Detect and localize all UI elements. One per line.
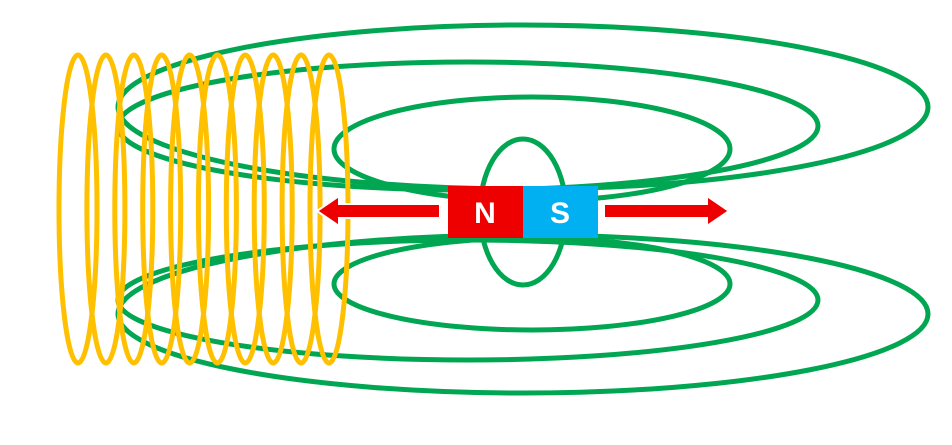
left-arrow-icon — [315, 194, 441, 228]
coil-loop — [56, 52, 100, 366]
coil-loop — [84, 52, 128, 366]
south-label: S — [550, 197, 570, 230]
coil-loop — [140, 52, 184, 366]
north-label: N — [474, 197, 496, 230]
right-arrow-icon — [603, 194, 731, 228]
coil-loop — [223, 52, 267, 366]
south-pole — [523, 186, 598, 238]
bar-magnet: N S — [448, 186, 598, 238]
coil-loop — [195, 52, 239, 366]
coil-loop — [112, 52, 156, 366]
coil — [56, 52, 351, 366]
north-pole — [448, 186, 523, 238]
coil-loop — [168, 52, 212, 366]
coil-loop — [251, 52, 295, 366]
